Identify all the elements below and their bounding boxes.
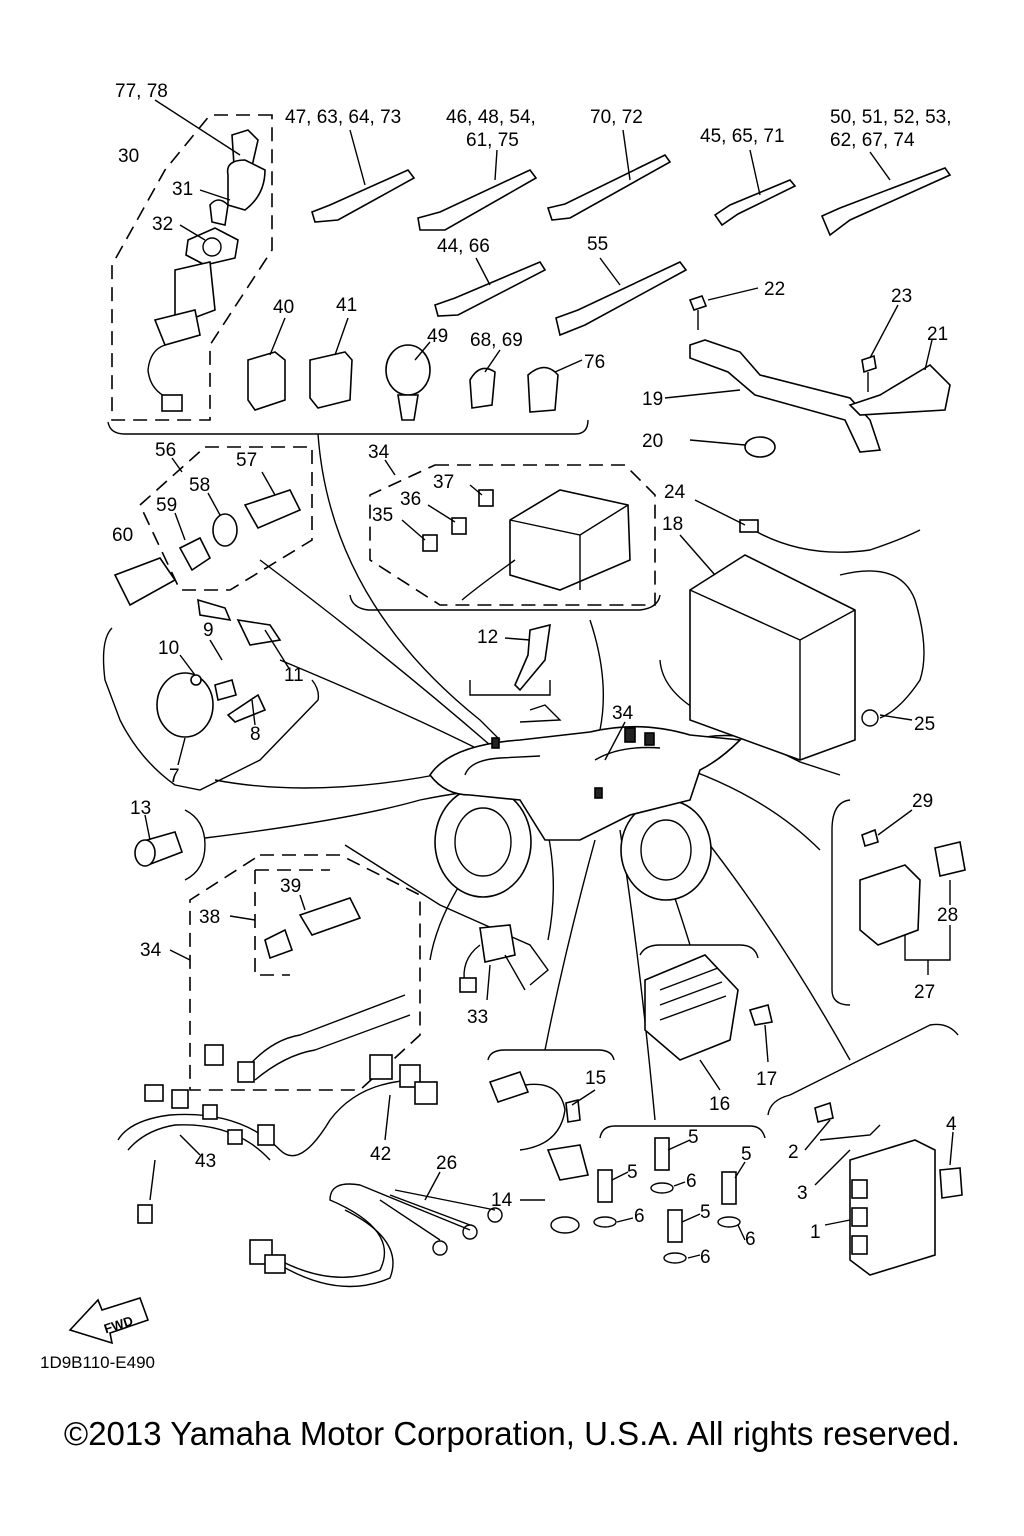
main-harness [117,1054,438,1224]
fuse-box [422,489,631,601]
callout-41: 41 [336,295,357,316]
callout-6-d: 6 [700,1247,711,1268]
callout-34-fusebox: 34 [368,442,390,463]
callout-62-67-74: 62, 67, 74 [830,130,915,151]
callout-39: 39 [280,876,301,897]
callout-10: 10 [158,638,179,659]
callout-43: 43 [195,1151,216,1172]
callout-12: 12 [477,627,498,648]
callout-5-top: 5 [688,1127,699,1148]
callout-47-63-64-73: 47, 63, 64, 73 [285,107,401,128]
callout-25: 25 [914,714,935,735]
callout-56: 56 [155,440,176,461]
battery-bracket [688,295,951,458]
callout-55: 55 [587,234,608,255]
rectifier-16 [644,954,773,1061]
callout-46-48-54: 46, 48, 54, [446,107,536,128]
callout-15: 15 [585,1068,606,1089]
callout-45-65-71: 45, 65, 71 [700,126,785,147]
callout-19: 19 [642,389,663,410]
callout-24: 24 [664,482,686,503]
starter-relay [859,828,966,946]
callout-61-75: 61, 75 [466,130,519,151]
callout-32: 32 [152,214,173,235]
callout-leaders [144,99,954,1259]
callout-57: 57 [236,450,257,471]
callout-3: 3 [797,1183,808,1204]
callout-77-78: 77, 78 [115,81,168,102]
callout-5-right: 5 [741,1144,752,1165]
callout-44-66: 44, 66 [437,236,490,257]
callout-21: 21 [927,324,948,345]
diagram-part-code: 1D9B110-E490 [40,1353,155,1372]
callout-22: 22 [764,279,785,300]
sensor-13 [134,831,184,867]
callout-7: 7 [169,766,180,787]
sensor-14 [488,1071,589,1234]
callout-38: 38 [199,907,220,928]
callout-31: 31 [172,179,193,200]
callout-34-atv: 34 [612,703,634,724]
callout-9: 9 [203,620,214,641]
callout-labels: 77, 78 47, 63, 64, 73 46, 48, 54, 61, 75… [112,81,958,1268]
sub-harness [204,897,411,1083]
callout-18: 18 [662,514,683,535]
callout-23: 23 [891,286,912,307]
callout-68-69: 68, 69 [470,330,523,351]
callout-70-72: 70, 72 [590,107,643,128]
atv-outline [429,704,742,901]
callout-13: 13 [130,798,151,819]
callout-42: 42 [370,1144,391,1165]
callout-30: 30 [118,146,139,167]
harness-26 [249,1183,503,1288]
callout-20: 20 [642,431,663,452]
callout-6-b: 6 [634,1206,645,1227]
callout-49: 49 [427,326,448,347]
callout-2: 2 [788,1142,799,1163]
callout-4: 4 [946,1114,957,1135]
callout-76: 76 [584,352,605,373]
callout-58: 58 [189,475,210,496]
callout-6-a: 6 [686,1171,697,1192]
callout-33: 33 [467,1007,488,1028]
accessory-socket [113,489,302,607]
switch-33 [459,924,526,993]
callout-17: 17 [756,1069,777,1090]
ignition-coil [156,598,282,738]
group-outlines [102,114,959,1139]
callout-60: 60 [112,525,133,546]
fwd-arrow: FWD [68,1297,150,1345]
connectors-clamps [247,344,559,421]
callout-59: 59 [156,495,177,516]
callout-27: 27 [914,982,935,1003]
callout-8: 8 [250,724,261,745]
spark-plug [514,623,551,692]
callout-37: 37 [433,472,454,493]
callout-14: 14 [491,1190,513,1211]
cdi-unit [814,1101,963,1276]
callout-50-51-52-53: 50, 51, 52, 53, [830,107,952,128]
callout-1: 1 [810,1222,821,1243]
callout-28: 28 [937,905,958,926]
bolts-washers [593,1137,741,1264]
callout-35: 35 [372,505,393,526]
callout-34-harness: 34 [140,940,162,961]
cable-ties [311,153,952,337]
callout-6-c: 6 [745,1229,756,1250]
callout-40: 40 [273,297,294,318]
callout-26: 26 [436,1153,457,1174]
callout-29: 29 [912,791,933,812]
copyright-notice: ©2013 Yamaha Motor Corporation, U.S.A. A… [63,1415,961,1452]
callout-36: 36 [400,489,421,510]
callout-11: 11 [284,665,304,686]
callout-5-left: 5 [627,1162,638,1183]
battery [689,519,925,761]
callout-5-bottom: 5 [700,1202,711,1223]
main-switch-assembly [147,129,266,412]
callout-16: 16 [709,1094,730,1115]
